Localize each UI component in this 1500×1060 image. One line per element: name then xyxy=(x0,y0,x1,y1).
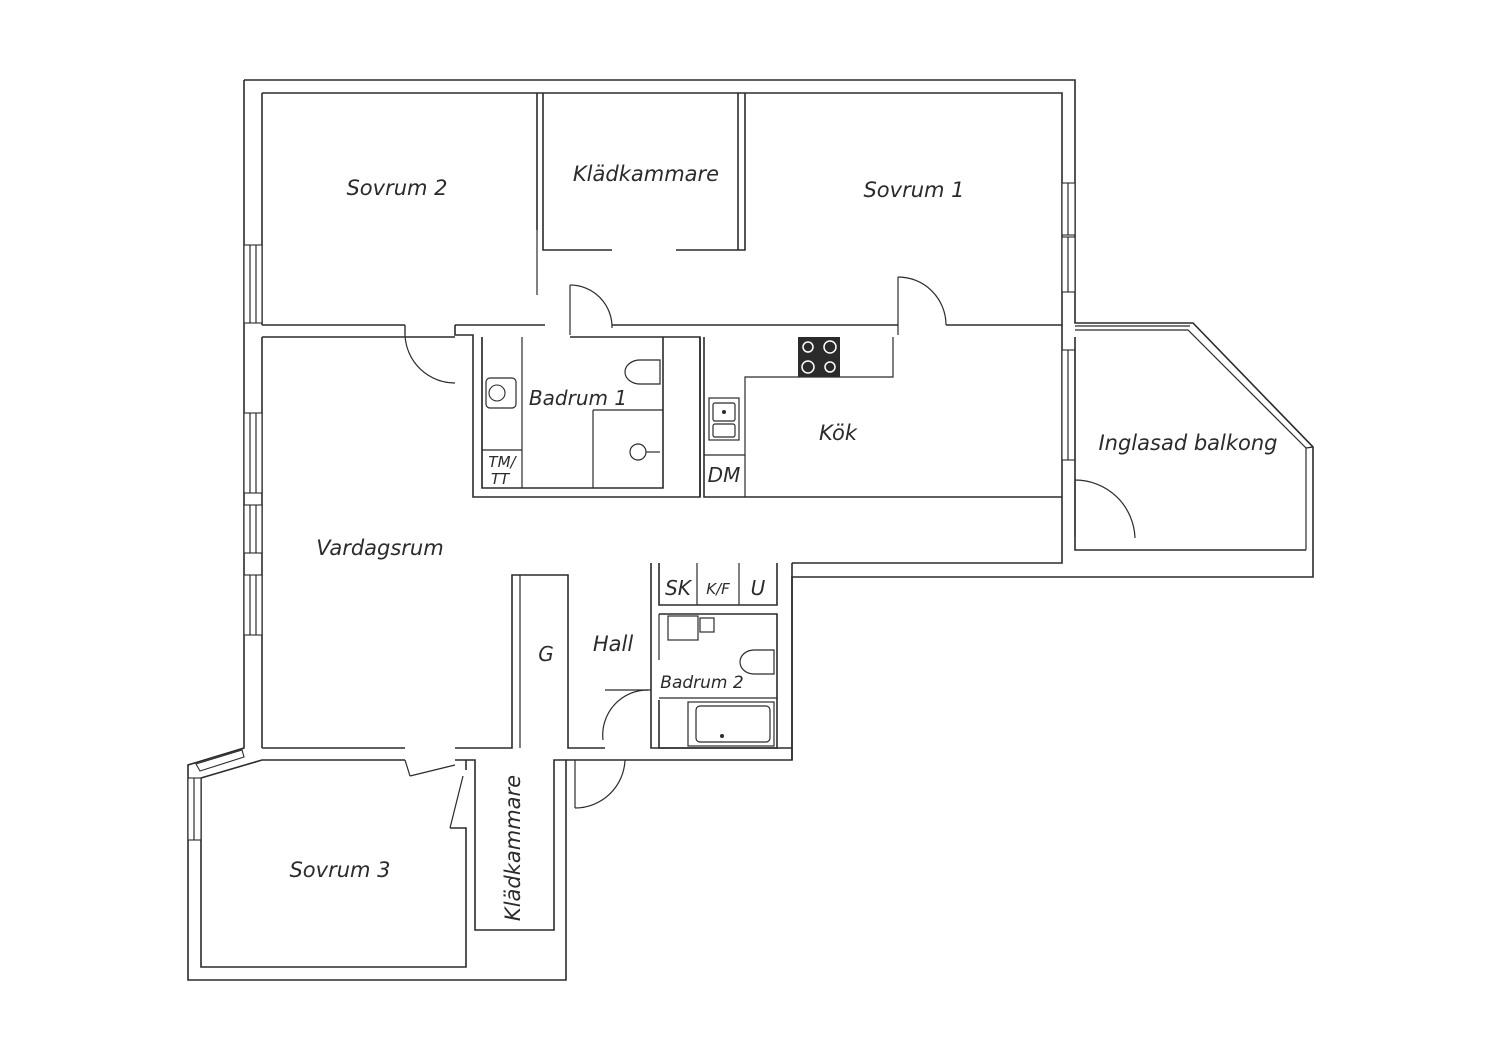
room-label-inglasad-balkong: Inglasad balkong xyxy=(1098,431,1277,455)
room-label-badrum-1: Badrum 1 xyxy=(529,386,627,410)
shower-icon xyxy=(629,443,660,461)
doors xyxy=(404,230,1136,829)
room-label-hall: Hall xyxy=(593,632,633,656)
balcony-walls xyxy=(1074,337,1306,551)
toilet-icon xyxy=(624,359,661,385)
bottom-walls xyxy=(200,759,566,968)
toilet-icon-2 xyxy=(739,649,775,675)
fixture-label-dm: DM xyxy=(708,463,741,487)
room-label-badrum-2: Badrum 2 xyxy=(660,673,743,693)
bathtub-icon xyxy=(687,701,775,747)
outer-walls xyxy=(187,79,1314,981)
fixture-label-sk: SK xyxy=(665,576,693,600)
room-label-vardagsrum: Vardagsrum xyxy=(316,536,443,560)
room-label-kladkammare-top: Klädkammare xyxy=(573,162,719,186)
fixture-label-kf: K/F xyxy=(706,580,730,598)
living-walls xyxy=(261,337,793,760)
fixture-label-g: G xyxy=(538,642,554,666)
room-labels: Sovrum 2 Klädkammare Sovrum 1 Badrum 1 K… xyxy=(289,162,1277,921)
fixture-label-tt: TT xyxy=(491,470,511,488)
room-label-sovrum-1: Sovrum 1 xyxy=(863,178,964,202)
room-label-sovrum-3: Sovrum 3 xyxy=(289,858,390,882)
fixture-labels: TM/ TT DM SK K/F U G xyxy=(488,453,765,666)
windows xyxy=(187,182,1314,841)
washbasin-icon xyxy=(485,377,517,409)
top-row-walls xyxy=(262,93,1062,326)
fixture-label-u: U xyxy=(751,576,766,600)
fixture-label-tm: TM/ xyxy=(488,453,517,471)
kitchen-sink-icon xyxy=(708,397,740,441)
washbasin-icon-2 xyxy=(667,615,715,641)
room-label-kok: Kök xyxy=(819,421,858,445)
room-label-kladkammare-bottom: Klädkammare xyxy=(501,775,525,921)
stove-icon xyxy=(798,337,840,377)
room-label-sovrum-2: Sovrum 2 xyxy=(346,176,447,200)
kok-walls xyxy=(262,336,1062,498)
